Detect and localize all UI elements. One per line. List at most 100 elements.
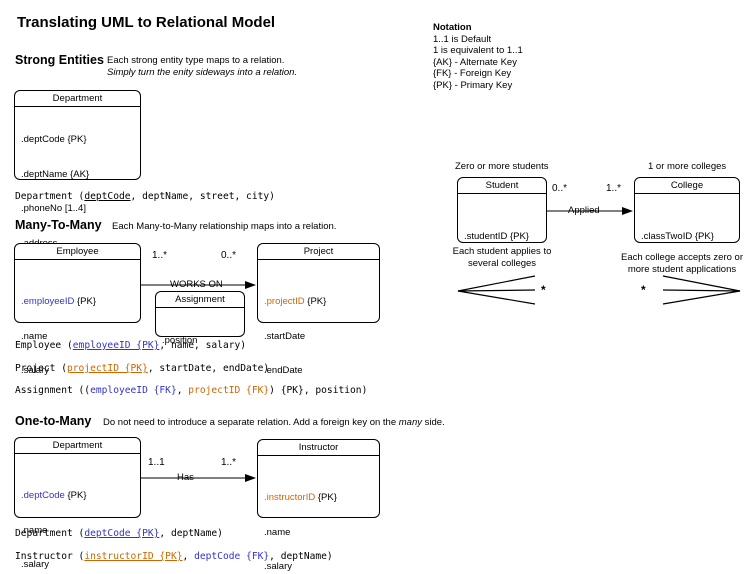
attribute-line: .classTwoID {PK} (641, 231, 735, 243)
notation-line: {AK} - Alternate Key (433, 56, 517, 68)
attribute-line: .instructorID {PK} (264, 492, 375, 504)
attribute-line: .position (162, 335, 240, 347)
one-to-many-description: Do not need to introduce a separate rela… (103, 417, 445, 429)
attribute-line: .projectID {PK} (264, 296, 375, 308)
text-segment: .projectID (264, 296, 305, 307)
entity-attributes: .deptCode {PK} .name .salary (15, 454, 140, 574)
text-segment: , deptName) (159, 528, 223, 539)
section-heading-one-to-many: One-to-Many (15, 414, 92, 428)
text-segment: , (176, 385, 189, 396)
text-segment: {PK} (304, 296, 327, 307)
strong-entities-description: Each strong entity type maps to a relati… (107, 55, 297, 78)
notation-heading: Notation (433, 22, 472, 33)
entity-title: Assignment (156, 292, 244, 308)
strong-entities-desc-line2: Simply turn the enity sideways into a re… (107, 66, 298, 78)
entity-project: Project .projectID {PK} .startDate .endD… (257, 243, 380, 376)
has-right-multiplicity: 1..* (221, 457, 237, 468)
college-caption-line2: more student applications (627, 263, 737, 275)
entity-attributes: .instructorID {PK} .name .salary (258, 456, 379, 574)
text-segment: , startDate, endDate) (147, 363, 270, 374)
text-segment: , name, salary) (159, 340, 247, 351)
college-caption-line1: Each college accepts zero or (621, 252, 743, 263)
text-segment: .name (21, 330, 48, 342)
notation-line: {FK} - Foreign Key (433, 68, 512, 79)
text-segment: employeeID {FK} (90, 385, 177, 396)
text-segment: .deptCode (21, 490, 65, 501)
text-segment: {PK} (74, 296, 97, 307)
text-segment: .deptCode {PK} (21, 134, 87, 145)
attribute-line: .deptName {AK} (21, 169, 136, 181)
entity-title: Student (458, 178, 546, 194)
entity-student: Student .studentID {PK} (457, 177, 547, 243)
text-segment: .name (264, 526, 291, 538)
text-segment: Project ( (15, 363, 67, 374)
works-on-association-label: WORKS ON (168, 279, 225, 290)
text-segment: .salary (21, 365, 49, 376)
text-segment: Department ( (15, 528, 85, 539)
attribute-line: .deptCode {PK} (21, 490, 136, 502)
works-on-left-multiplicity: 1..* (152, 250, 168, 261)
attribute-line: .salary (264, 561, 375, 573)
text-segment: .position (162, 335, 198, 346)
text-segment: side. (422, 417, 445, 428)
schema-instructor: Instructor (instructorID {PK}, deptCode … (15, 551, 333, 562)
entity-attributes: .employeeID {PK} .name .salary (15, 260, 140, 402)
attribute-line: .startDate (264, 331, 375, 343)
applied-arrowhead-icon (622, 207, 633, 215)
text-segment: .phoneNo [1..4] (21, 203, 86, 214)
text-segment: .deptName {AK} (21, 168, 90, 180)
text-segment: {PK} (64, 490, 87, 501)
section-heading-many-to-many: Many-To-Many (15, 218, 102, 232)
many-star-left: * (541, 283, 546, 297)
text-segment: , deptName, street, city) (130, 191, 275, 202)
college-caption: Each college accepts zero or more studen… (608, 252, 756, 275)
works-on-arrowhead-icon (245, 281, 256, 289)
applied-left-multiplicity: 0..* (552, 183, 568, 194)
many-to-many-description: Each Many-to-Many relationship maps into… (112, 221, 337, 232)
student-annotation-top: Zero or more students (455, 161, 549, 172)
schema-assignment: Assignment ((employeeID {FK}, projectID … (15, 385, 367, 396)
student-caption: Each student applies to several colleges (443, 246, 561, 269)
text-segment: employeeID {PK} (72, 340, 160, 351)
schema-project: Project (projectID {PK}, startDate, endD… (15, 363, 269, 374)
schema-employee: Employee (employeeID {PK}, name, salary) (15, 340, 246, 351)
entity-attributes: .studentID {PK} (458, 194, 546, 268)
many-star-right: * (641, 283, 646, 297)
text-segment: .employeeID (21, 296, 75, 307)
applied-right-multiplicity: 1..* (606, 183, 622, 194)
attribute-line: .name (21, 331, 136, 343)
entity-title: Instructor (258, 440, 379, 456)
text-segment: .studentID {PK} (464, 231, 529, 242)
strong-entities-desc-line1: Each strong entity type maps to a relati… (107, 55, 285, 66)
entity-assignment: Assignment .position (155, 291, 245, 346)
notation-line: {PK} - Primary Key (433, 79, 513, 91)
crows-foot-right-icon (662, 275, 741, 305)
entity-title: Employee (15, 244, 140, 260)
text-segment: .instructorID (264, 492, 316, 503)
text-segment: Do not need to introduce a separate rela… (103, 417, 399, 428)
text-segment: Instructor ( (15, 551, 85, 562)
text-segment: deptCode {PK} (84, 528, 160, 539)
entity-attributes: .position (156, 308, 244, 372)
applied-association-label: Applied (566, 205, 602, 216)
page-title: Translating UML to Relational Model (17, 14, 276, 31)
text-segment: .salary (21, 559, 49, 570)
schema-department-one-to-many: Department (deptCode {PK}, deptName) (15, 528, 223, 539)
has-left-multiplicity: 1..1 (148, 457, 165, 468)
works-on-right-multiplicity: 0..* (221, 250, 237, 261)
has-arrowhead-icon (245, 474, 256, 482)
text-segment: deptCode {FK} (194, 551, 270, 562)
text-segment: .name (21, 524, 48, 536)
attribute-line: .name (264, 527, 375, 539)
attribute-line: .endDate (264, 365, 375, 377)
text-segment: , (182, 551, 195, 562)
entity-department-strong: Department .deptCode {PK} .deptName {AK}… (14, 90, 141, 318)
text-segment: .classTwoID {PK} (641, 231, 714, 242)
attribute-line: .salary (21, 559, 136, 571)
entity-department-one-to-many: Department .deptCode {PK} .name .salary (14, 437, 141, 570)
entity-title: Project (258, 244, 379, 260)
notation-line: 1 is equivalent to 1..1 (433, 45, 523, 56)
text-segment: Employee ( (15, 340, 73, 351)
text-segment: .endDate (264, 365, 303, 376)
text-segment: Department ( (15, 191, 85, 202)
